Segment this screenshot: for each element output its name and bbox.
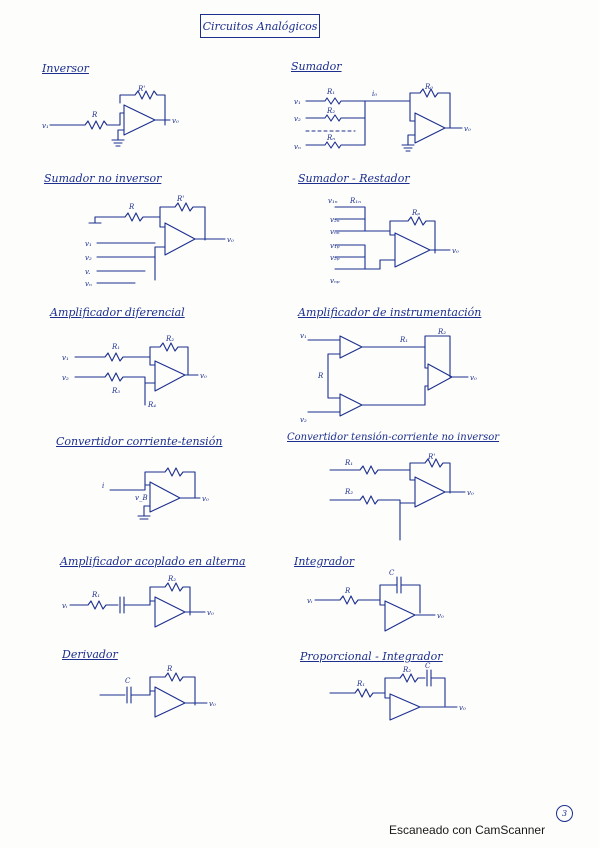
- page-title: Circuitos Analógicos: [200, 14, 320, 38]
- heading-convertidor-tension-corriente: Convertidor tensión-corriente no inverso…: [287, 432, 500, 443]
- svg-text:v₀: v₀: [452, 247, 459, 255]
- svg-text:v₂: v₂: [300, 416, 307, 424]
- svg-text:vᵢ: vᵢ: [62, 602, 68, 610]
- svg-text:i₀: i₀: [372, 90, 377, 98]
- heading-sumador: Sumador: [291, 60, 342, 73]
- svg-text:R': R': [176, 195, 184, 203]
- svg-text:v₁: v₁: [85, 240, 92, 248]
- svg-text:v₁ₚ: v₁ₚ: [330, 242, 340, 250]
- heading-amplificador-acoplado: Amplificador acoplado en alterna: [60, 555, 246, 568]
- svg-text:R₁: R₁: [399, 336, 408, 344]
- amplificador-diferencial-schematic: v₁ v₂ R₁ R₃ R₂ R₄ v₀: [62, 335, 207, 409]
- svg-text:vₙ: vₙ: [85, 280, 92, 288]
- heading-sumador-restador: Sumador - Restador: [298, 172, 410, 185]
- svg-text:R₁: R₁: [356, 680, 365, 688]
- svg-text:R₁ₙ: R₁ₙ: [349, 197, 361, 205]
- svg-text:R': R': [427, 453, 435, 461]
- svg-text:v₀: v₀: [207, 609, 214, 617]
- svg-text:vₙₚ: vₙₚ: [330, 277, 340, 285]
- svg-text:R: R: [91, 111, 98, 119]
- heading-sumador-no-inversor: Sumador no inversor: [44, 172, 162, 185]
- svg-text:R₀: R₀: [424, 83, 433, 91]
- convertidor-tension-corriente-schematic: R₁ R₂ R' v₀: [329, 453, 474, 541]
- svg-text:v₁: v₁: [42, 122, 49, 130]
- derivador-schematic: C Rv₀: [99, 665, 216, 718]
- svg-text:vₙ: vₙ: [294, 143, 301, 151]
- svg-text:v₀: v₀: [459, 704, 466, 712]
- svg-text:v₀: v₀: [470, 374, 477, 382]
- svg-text:Rₙ: Rₙ: [326, 134, 335, 142]
- heading-derivador: Derivador: [62, 648, 118, 661]
- page-number: 3: [556, 805, 573, 822]
- svg-text:R': R': [137, 85, 145, 93]
- svg-text:C: C: [125, 677, 131, 685]
- heading-amplificador-instrumentacion: Amplificador de instrumentación: [298, 306, 482, 319]
- svg-text:R₂: R₂: [167, 575, 176, 583]
- svg-text:R₁: R₁: [344, 459, 353, 467]
- svg-text:vₙₙ: vₙₙ: [330, 228, 340, 236]
- svg-text:v₂ₙ: v₂ₙ: [330, 216, 340, 224]
- svg-text:C: C: [389, 569, 395, 577]
- svg-text:v₀: v₀: [209, 700, 216, 708]
- svg-text:v₀: v₀: [464, 125, 471, 133]
- inversor-schematic: v₁ R R' v₀: [42, 85, 179, 147]
- scanner-footer: Escaneado con CamScanner: [389, 823, 546, 837]
- svg-text:R₂: R₂: [437, 328, 446, 336]
- svg-text:v₀: v₀: [467, 489, 474, 497]
- svg-text:R₁: R₁: [91, 591, 100, 599]
- svg-text:vᵢ: vᵢ: [307, 597, 313, 605]
- svg-text:C: C: [425, 662, 431, 670]
- svg-text:R: R: [128, 203, 135, 211]
- amplificador-acoplado-schematic: vᵢ R₁ R₂ v₀: [62, 575, 214, 628]
- svg-text:R₄: R₄: [147, 401, 156, 409]
- svg-text:v₂: v₂: [85, 254, 92, 262]
- svg-text:v₁: v₁: [62, 354, 69, 362]
- svg-text:v₂: v₂: [294, 115, 301, 123]
- svg-text:v₀: v₀: [200, 372, 207, 380]
- svg-text:v₀: v₀: [202, 495, 209, 503]
- svg-text:v₁ₙ: v₁ₙ: [328, 197, 338, 205]
- sumador-no-inversor-schematic: R R' v₀ v₁ v₂ v. vₙ: [85, 195, 234, 288]
- svg-text:R: R: [166, 665, 173, 673]
- svg-text:v₂ₚ: v₂ₚ: [330, 254, 340, 262]
- heading-amplificador-diferencial: Amplificador diferencial: [50, 306, 185, 319]
- svg-text:R₂: R₂: [165, 335, 174, 343]
- svg-text:i: i: [102, 482, 104, 490]
- svg-text:v₀: v₀: [172, 117, 179, 125]
- svg-text:R₃: R₃: [111, 387, 120, 395]
- svg-text:v.: v.: [85, 268, 90, 276]
- svg-text:R: R: [344, 587, 351, 595]
- heading-inversor: Inversor: [42, 62, 89, 75]
- svg-text:R: R: [317, 372, 324, 380]
- svg-text:v₁: v₁: [294, 98, 301, 106]
- svg-text:R₂: R₂: [344, 488, 353, 496]
- heading-convertidor-corriente-tension: Convertidor corriente-tensión: [56, 435, 223, 448]
- sumador-schematic: v₁ v₂ vₙ R₁ R₂ Rₙ i₀ R₀ v₀: [294, 83, 471, 152]
- convertidor-corriente-tension-schematic: i v_B v₀: [102, 467, 209, 520]
- svg-text:v₁: v₁: [300, 332, 307, 340]
- heading-integrador: Integrador: [294, 555, 355, 568]
- heading-proporcional-integrador: Proporcional - Integrador: [300, 650, 443, 663]
- svg-text:R₂: R₂: [326, 107, 335, 115]
- svg-text:v₀: v₀: [227, 236, 234, 244]
- svg-text:R₁: R₁: [111, 343, 120, 351]
- proporcional-integrador-schematic: R₁ R₂ Cv₀: [329, 662, 466, 721]
- svg-text:v_B: v_B: [135, 494, 148, 502]
- svg-text:R₁: R₁: [326, 88, 335, 96]
- svg-text:v₂: v₂: [62, 374, 69, 382]
- integrador-schematic: vᵢ R Cv₀: [307, 569, 444, 632]
- svg-text:Rₚ: Rₚ: [411, 209, 420, 217]
- amplificador-instrumentacion-schematic: v₁ v₂ R R₁ R₂ v₀: [300, 328, 477, 424]
- svg-text:v₀: v₀: [437, 612, 444, 620]
- svg-text:R₂: R₂: [402, 666, 411, 674]
